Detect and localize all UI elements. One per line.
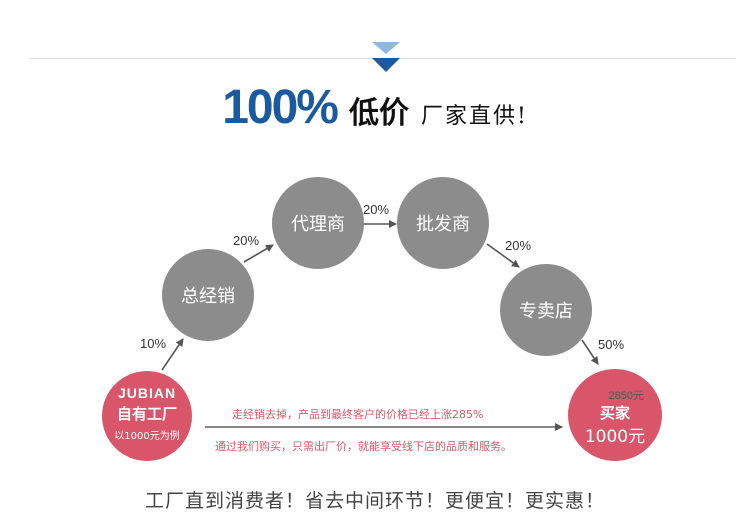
buyer-badge: 2850元 买家 1000元 xyxy=(568,369,662,461)
buyer-chain-price: 2850元 xyxy=(608,390,644,402)
node-distributor: 总经销 xyxy=(162,249,254,341)
markup-label-3: 20% xyxy=(363,202,390,217)
headline-low-price: 低价 xyxy=(348,96,409,131)
arrow-factory-to-distributor xyxy=(161,338,184,371)
markup-label-2: 20% xyxy=(233,233,260,248)
arrow-distributor-to-agent xyxy=(243,244,274,263)
node-store-label: 专卖店 xyxy=(519,301,573,322)
factory-example: 以1000元为例 xyxy=(114,431,180,442)
node-distributor-label: 总经销 xyxy=(181,286,235,307)
chevron-down-icon xyxy=(372,42,400,72)
markup-label-4: 20% xyxy=(505,238,532,253)
headline: 100% 低价 厂家直供! xyxy=(0,80,750,136)
factory-brand: JUBIAN xyxy=(117,385,177,401)
factory-badge: JUBIAN 自有工厂 以1000元为例 xyxy=(102,371,192,461)
note-chain-markup: 走经销去掉，产品到最终客户的价格已经上涨285% xyxy=(232,408,484,421)
markup-label-5: 50% xyxy=(598,337,625,352)
note-direct-purchase: 通过我们购买，只需出厂价，就能享受线下店的品质和服务。 xyxy=(215,440,512,453)
node-wholesaler-label: 批发商 xyxy=(416,214,470,235)
arrow-wholesaler-to-store xyxy=(486,243,520,268)
buyer-direct-amount: 1000元 xyxy=(584,427,646,447)
factory-title: 自有工厂 xyxy=(116,405,177,423)
node-store: 专卖店 xyxy=(500,264,592,356)
headline-factory-direct: 厂家直供! xyxy=(420,104,528,129)
node-agent-label: 代理商 xyxy=(291,214,345,235)
buyer-title: 买家 xyxy=(599,404,630,422)
headline-percent: 100% xyxy=(222,81,339,134)
arrow-store-to-buyer xyxy=(581,339,599,365)
node-agent: 代理商 xyxy=(272,177,364,269)
node-wholesaler: 批发商 xyxy=(397,177,489,269)
bottom-slogan: 工厂直到消费者！省去中间环节！更便宜！更实惠！ xyxy=(144,490,605,512)
markup-label-1: 10% xyxy=(140,336,167,351)
